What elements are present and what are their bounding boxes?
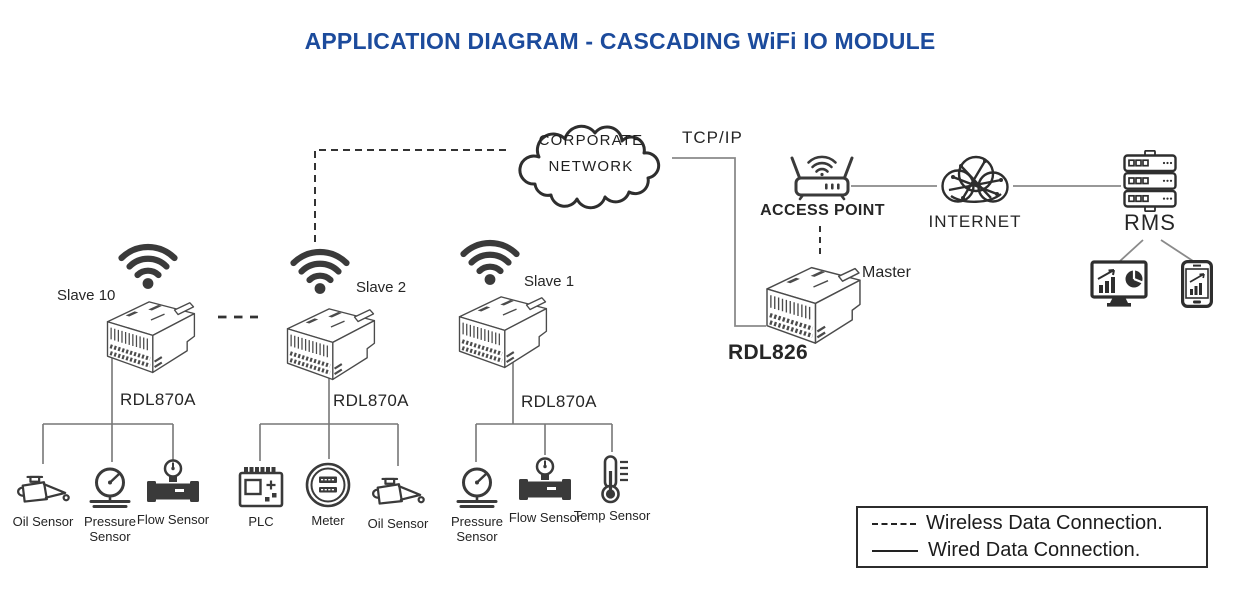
sensor-label: PLC [248, 514, 274, 529]
wire-slave2-sensors [259, 375, 399, 466]
legend-wireless-row: Wireless Data Connection. [872, 512, 1206, 535]
slave1-model-label: RDL870A [521, 392, 597, 411]
wire-slave1-sensors [475, 362, 613, 462]
tcpip-label: TCP/IP [682, 128, 743, 147]
master-role-label: Master [862, 264, 911, 281]
sensor-plc: PLC [213, 458, 309, 529]
dashboard-monitor-icon [1090, 260, 1148, 307]
pressure-gauge-icon [453, 464, 501, 510]
wire-slave10-sensors [42, 358, 174, 464]
slave2-wifi-icon [288, 243, 352, 295]
internet-label: INTERNET [928, 212, 1022, 231]
slave2-module-icon [278, 298, 383, 384]
slave1-wifi-icon [458, 234, 522, 286]
master-model-label: RDL826 [728, 341, 808, 364]
slave10-model-label: RDL870A [120, 390, 196, 409]
sensor-label: Oil Sensor [12, 514, 74, 529]
sensor-label: Oil Sensor [367, 516, 429, 531]
slave10-wifi-icon [116, 238, 180, 290]
internet-icon [941, 155, 1009, 203]
meter-icon [304, 461, 352, 509]
oil-can-icon [370, 471, 426, 512]
wire-tcpip-to-master [672, 157, 766, 327]
rms-label: RMS [1124, 210, 1176, 235]
master-module-icon [757, 256, 869, 348]
slave2-model-label: RDL870A [333, 391, 409, 410]
slave1-name-label: Slave 1 [524, 273, 575, 290]
sensor-label: Pressure Sensor [450, 514, 504, 545]
access-point-label: ACCESS POINT [760, 202, 885, 219]
sensor-temp: Temp Sensor [564, 452, 660, 523]
plc-icon [237, 464, 285, 510]
slave10-module-icon [98, 291, 203, 377]
sensor-label: Flow Sensor [508, 510, 582, 525]
access-point-icon [790, 155, 854, 201]
slave10-name-label: Slave 10 [57, 287, 116, 304]
legend-box: Wireless Data Connection. Wired Data Con… [856, 506, 1208, 568]
solid-line-sample [872, 549, 918, 552]
sensor-meter: Meter [280, 457, 376, 528]
wireless-slave2-to-cloud [314, 149, 506, 242]
sensor-label: Temp Sensor [573, 508, 651, 523]
flow-meter-icon [145, 458, 201, 508]
sensor-pressure-1: Pressure Sensor [62, 458, 158, 545]
sensor-oil-1: Oil Sensor [0, 458, 91, 529]
slave2-name-label: Slave 2 [356, 279, 407, 296]
mobile-phone-icon [1181, 260, 1213, 308]
corporate-network-cloud-icon [518, 124, 661, 210]
sensor-label: Pressure Sensor [83, 514, 137, 545]
sensor-label: Flow Sensor [136, 512, 210, 527]
legend-wired-row: Wired Data Connection. [872, 539, 1206, 562]
sensor-pressure-2: Pressure Sensor [429, 458, 525, 545]
dashed-line-sample [872, 522, 916, 525]
slave1-module-icon [450, 286, 555, 372]
wire-rms-to-monitor [1119, 239, 1144, 262]
rms-server-icon [1123, 150, 1177, 212]
wire-rms-to-phone [1160, 239, 1194, 262]
sensor-flow-1: Flow Sensor [125, 456, 221, 527]
sensor-label: Meter [311, 513, 345, 528]
thermometer-icon [594, 454, 630, 504]
corporate-network-label: CORPORATE NETWORK [538, 132, 644, 176]
sensor-flow-2: Flow Sensor [497, 454, 593, 525]
legend-wired-label: Wired Data Connection. [928, 539, 1141, 561]
sensor-oil-2: Oil Sensor [350, 460, 446, 531]
legend-wireless-label: Wireless Data Connection. [926, 512, 1163, 534]
page-title: APPLICATION DIAGRAM - CASCADING WiFi IO … [304, 28, 936, 54]
